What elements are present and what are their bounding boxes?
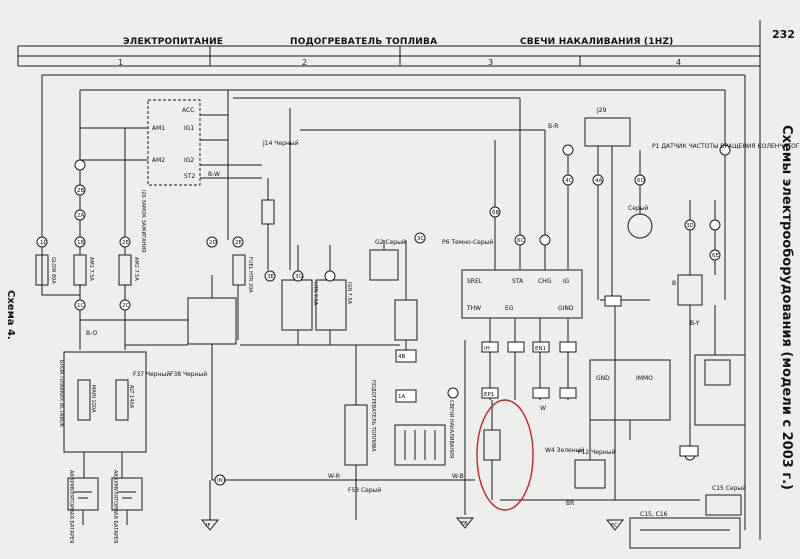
connector-label: IH — [484, 346, 490, 352]
ecu-pin-label: STA — [512, 278, 524, 285]
component-label: F53 Серый — [348, 487, 381, 494]
connector-label: 1A — [398, 394, 405, 400]
fuse-label: HTR 7.5A — [312, 282, 318, 306]
connector-label: 3C — [417, 236, 424, 242]
fuel-heater-label: ПОДОГРЕВАТЕЛЬ ТОПЛИВА — [370, 380, 376, 452]
ecu-pin-label: CHG — [538, 278, 552, 285]
component-label: W4 Зеленый — [545, 447, 584, 454]
ecu-pin-label: SREL — [467, 278, 483, 285]
column-number: 4 — [676, 58, 682, 67]
connector-label: 1C — [77, 303, 84, 309]
connector-label: 4C — [565, 178, 572, 184]
wire-color-label: W — [540, 405, 546, 412]
connector-label: 4A — [595, 178, 602, 184]
switch-terminal-label: AM2 — [152, 157, 165, 164]
component-label: Серый — [628, 205, 648, 212]
ground-label: IF — [206, 523, 210, 529]
glow-plugs-label: СВЕЧИ НАКАЛИВАНИЯ — [448, 400, 454, 458]
switch-terminal-label: IG1 — [184, 125, 194, 132]
column-number: 2 — [302, 58, 308, 67]
component-label: J29 — [596, 107, 607, 114]
ground-label: EB — [461, 521, 468, 527]
switch-terminal-label: AM1 — [152, 125, 165, 132]
connector-label: 3G — [295, 274, 303, 280]
header-power: ЭЛЕКТРОПИТАНИЕ — [123, 37, 224, 47]
component-label: P6 Темно-Серый — [442, 239, 493, 246]
ecu-pin-label: GND — [596, 375, 610, 382]
wire-color-label: BR — [566, 500, 574, 507]
wire-color-label: W-R — [328, 473, 340, 480]
connector-label: 2D — [209, 240, 217, 246]
wire-color-label: B — [672, 280, 676, 287]
component-label: C15 Серый — [712, 485, 746, 492]
ecu-pin-label: GIND — [558, 305, 574, 312]
connector-label: 3E — [267, 274, 274, 280]
ecu-pin-label: IG — [563, 278, 570, 285]
connector-label: EN1 — [535, 346, 546, 352]
fuse-label: AM2 7.5A — [133, 257, 139, 281]
connector-label: 2E — [122, 240, 129, 246]
component-label: F37 Черный — [133, 371, 170, 378]
ignition-switch-label: I26 ЗАМОК ЗАЖИГАНИЯ — [140, 190, 146, 253]
component-label: J14 Черный — [262, 140, 299, 147]
ecu-pin-label: EG — [505, 305, 514, 312]
battery-label: АККУМУЛЯТОРНАЯ БАТАРЕЯ — [68, 470, 74, 543]
fuse-label: FUEL HTR 20A — [247, 257, 253, 293]
connector-label: 2E — [235, 240, 242, 246]
connector-label: 6B — [492, 210, 499, 216]
component-label: C15, C16 — [640, 511, 668, 518]
wire-color-label: B-W — [208, 171, 220, 178]
column-number: 1 — [118, 58, 124, 67]
ecu-pin-label: THW — [466, 305, 481, 312]
connector-label: 2C — [122, 303, 129, 309]
switch-terminal-label: ST2 — [184, 173, 195, 180]
fuse-label: GLOW 80A — [50, 257, 56, 284]
component-label: F38 Черный — [170, 371, 207, 378]
connector-label: 6C — [517, 238, 524, 244]
page-number: 232 — [772, 28, 795, 41]
component-label: G2 Серый — [375, 239, 406, 246]
connector-label: 1B — [77, 240, 84, 246]
connector-label: 6E — [712, 253, 719, 259]
column-number: 3 — [488, 58, 494, 67]
fuse-label: IGN 7.5A — [346, 282, 352, 305]
connector-label: 2A — [77, 213, 84, 219]
wire-color-label: B-R — [548, 123, 558, 130]
connector-label: 1D — [40, 240, 48, 246]
wire-color-label: B-O — [86, 330, 97, 337]
wire-color-label: B-Y — [690, 320, 700, 327]
connector-label: 3D — [686, 223, 694, 229]
connector-label: IN1 — [217, 478, 226, 484]
fuse-label: AM1 7.5A — [88, 257, 94, 281]
connector-label: 6D — [637, 178, 645, 184]
fuse-label: ALT 140A — [128, 385, 134, 409]
switch-terminal-label: ACC — [182, 107, 194, 114]
fusible-link-block-label: БЛОК ПЛАВКИХ ВСТАВОК — [58, 360, 64, 428]
header-glow-plugs: СВЕЧИ НАКАЛИВАНИЯ (1HZ) — [520, 37, 674, 47]
connector-label: EP1 — [484, 392, 494, 398]
connector-label: 2B — [77, 188, 84, 194]
connector-label: 4B — [398, 354, 405, 360]
ground-label: EC — [611, 523, 618, 529]
ecu-pin-label: IMMO — [636, 375, 653, 382]
component-label: P12 Черный — [578, 449, 615, 456]
fuse-label: MAIN 100A — [90, 385, 96, 413]
switch-terminal-label: IG2 — [184, 157, 194, 164]
header-fuel-heater: ПОДОГРЕВАТЕЛЬ ТОПЛИВА — [290, 37, 438, 47]
wire-color-label: W-B — [452, 473, 464, 480]
component-label: P1 ДАТЧИК ЧАСТОТЫ ВРАЩЕНИЯ КОЛЕНЧАТОГО В… — [652, 143, 800, 150]
battery-label: АККУМУЛЯТОРНАЯ БАТАРЕЯ — [112, 470, 118, 543]
